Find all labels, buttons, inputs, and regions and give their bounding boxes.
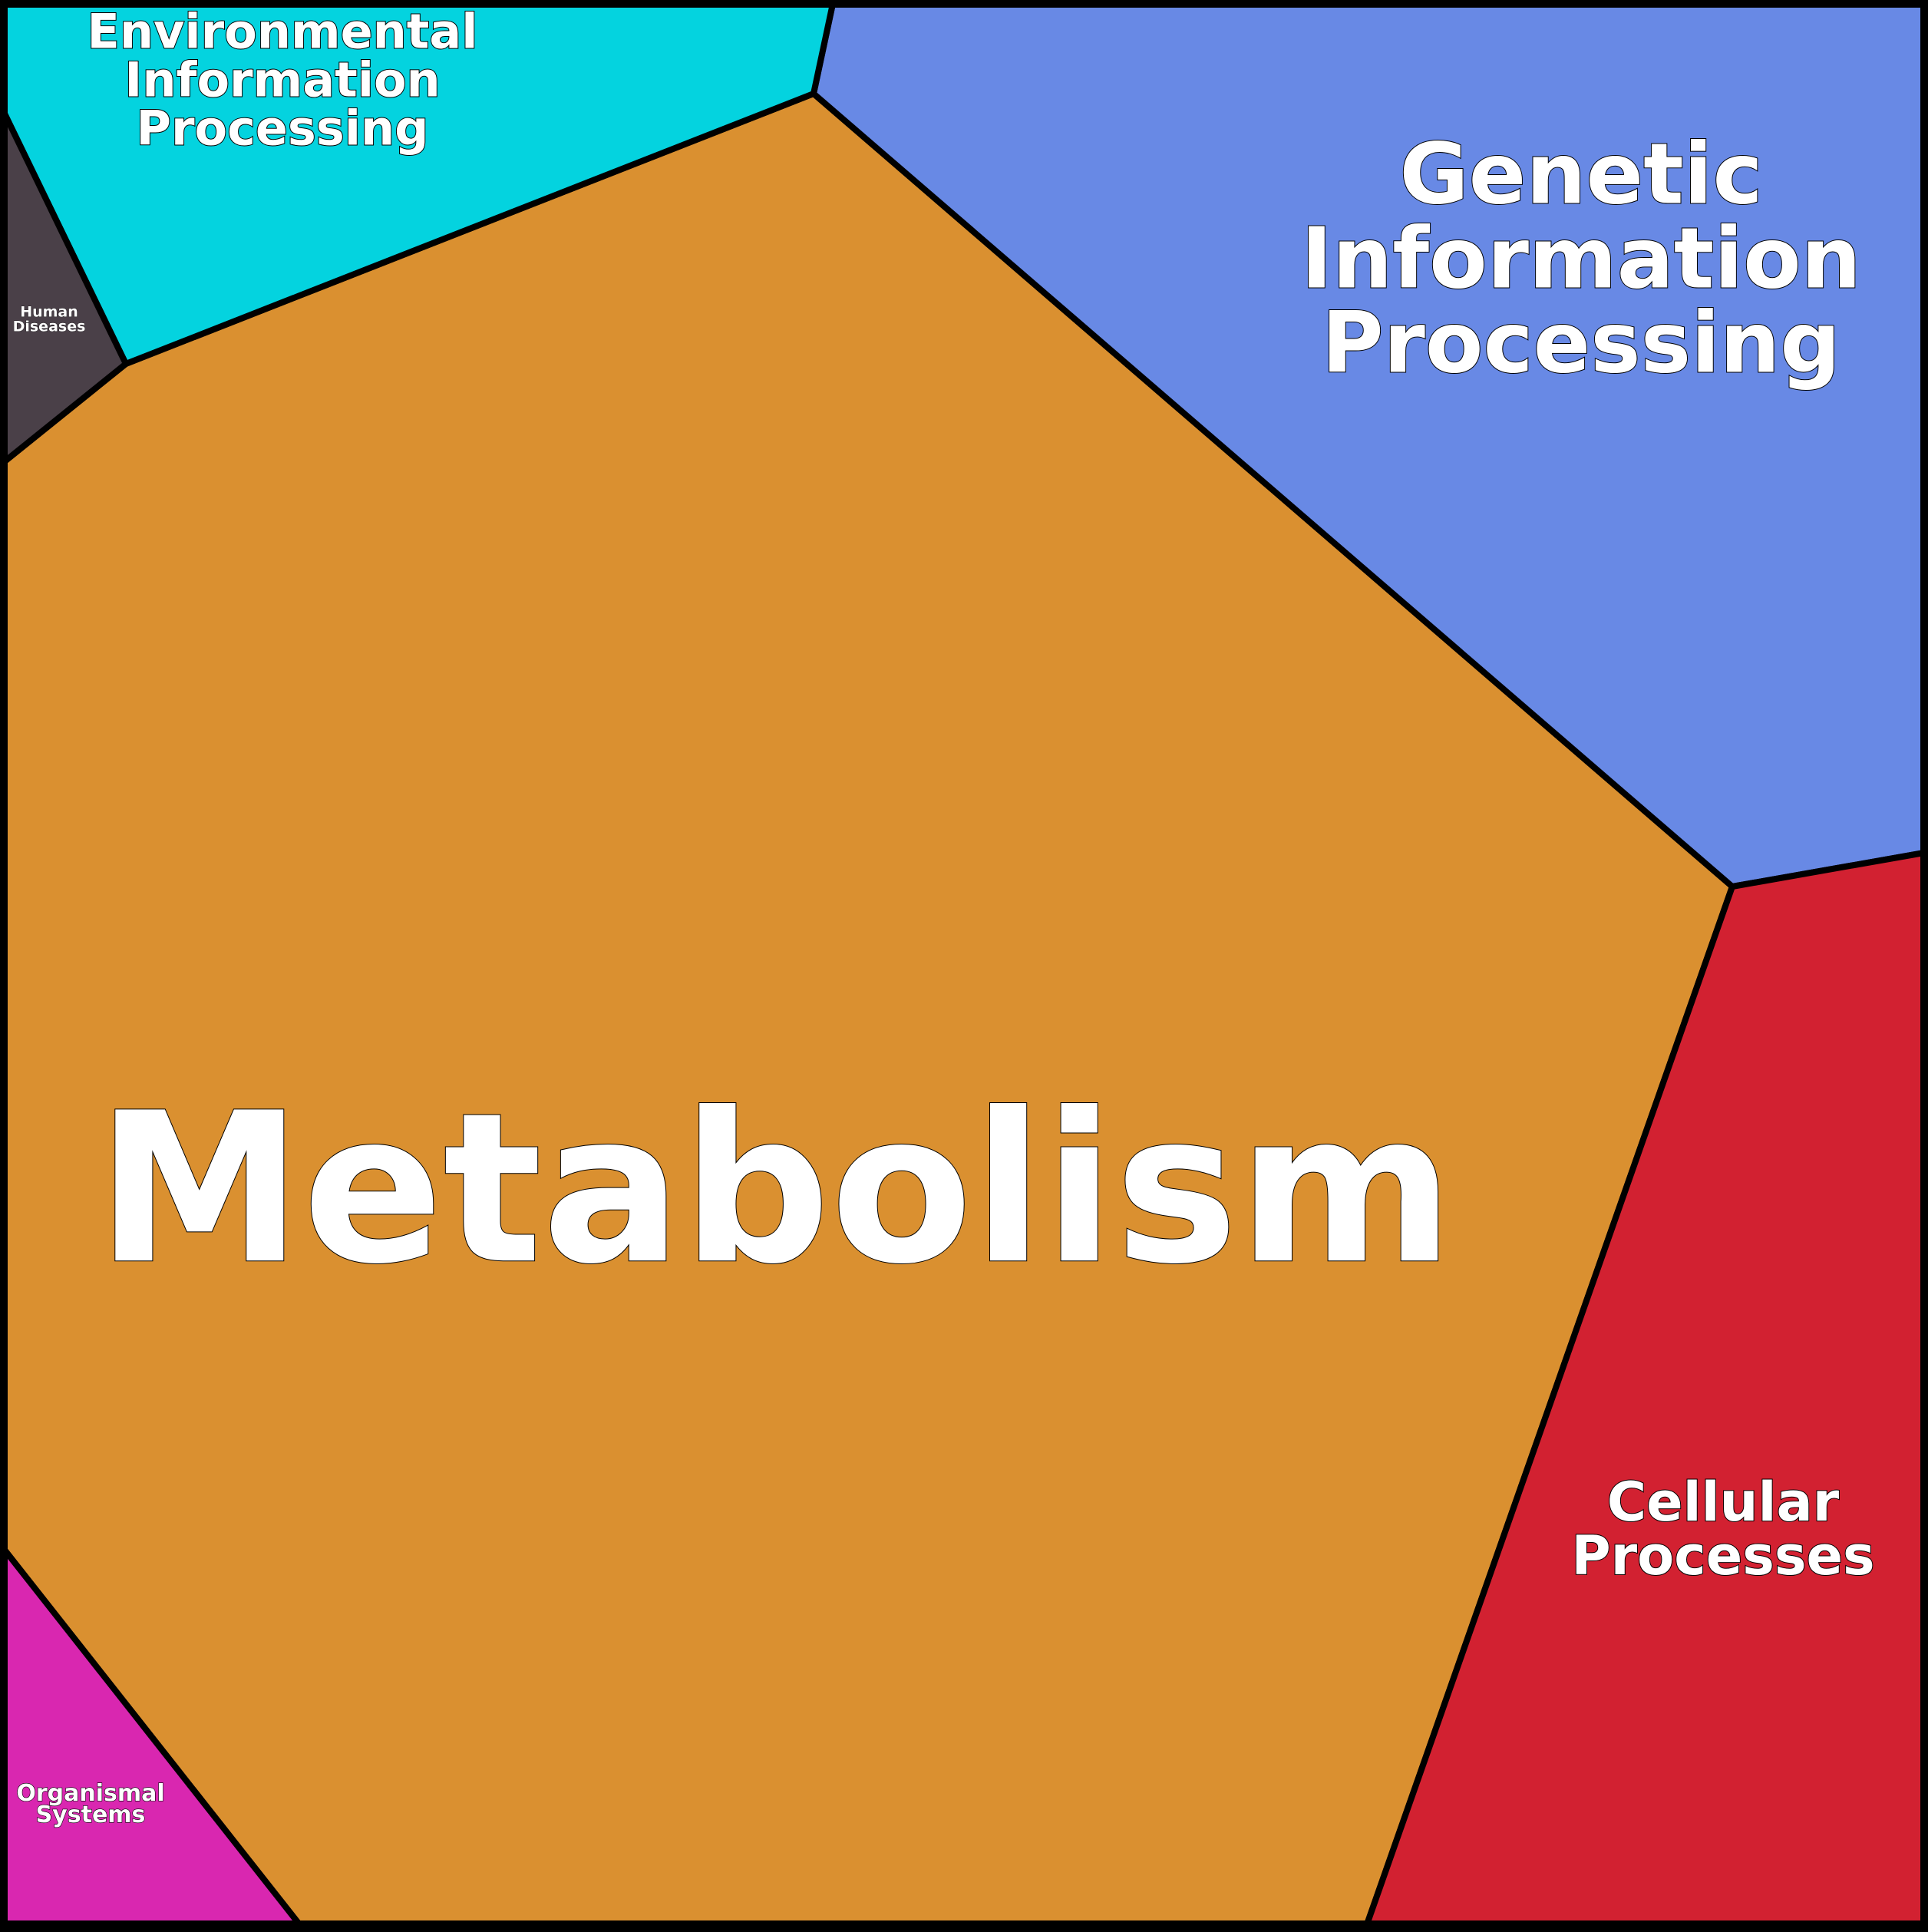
region-label-line: Systems — [36, 1802, 146, 1828]
region-label-line: Processes — [1571, 1524, 1874, 1587]
region-label-line: Cellular — [1607, 1471, 1840, 1534]
region-label-metabolism: Metabolism — [97, 1068, 1454, 1309]
region-label-line: Processing — [137, 100, 429, 156]
region-label-line: Diseases — [13, 318, 86, 335]
region-label-line: Information — [124, 51, 440, 107]
region-label-line: Information — [1301, 210, 1861, 308]
region-label-line: Human — [20, 303, 78, 320]
region-label-line: Metabolism — [97, 1068, 1454, 1309]
region-label-line: Genetic — [1399, 125, 1762, 223]
region-label-line: Environmental — [87, 3, 478, 59]
region-label-line: Processing — [1322, 294, 1841, 392]
region-label-line: Organismal — [16, 1780, 164, 1807]
